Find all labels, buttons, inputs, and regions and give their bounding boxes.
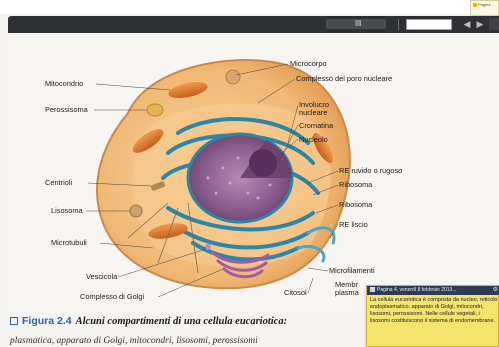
top-strip <box>0 0 499 14</box>
label-poro-nucleare: Complesso del poro nucleare <box>296 75 392 83</box>
sticky-note-text[interactable]: La cellula eucariotica è composta da nuc… <box>370 297 498 325</box>
label-lisosoma: Lisosoma <box>51 207 83 215</box>
cell-illustration <box>8 33 499 313</box>
toolbar-divider <box>398 19 399 30</box>
label-re-liscio: RE liscio <box>339 221 368 229</box>
nucleolus <box>249 149 277 177</box>
label-vescicola: Vescicola <box>86 273 117 281</box>
options-button[interactable] <box>489 18 499 30</box>
lysosome <box>130 205 142 217</box>
sticky-note-header[interactable]: Pagina 4, venerdì 8 febbraio 2013... ⚙ <box>367 286 499 295</box>
label-perossisoma: Perossisoma <box>45 106 88 114</box>
cell-figure: Microcorpo Complesso del poro nucleare I… <box>8 33 499 313</box>
label-involucro-nucleare: Involucro nucleare <box>299 101 329 117</box>
label-mitocondrio: Mitocondrio <box>45 80 83 88</box>
peroxisome <box>147 104 163 116</box>
label-microfilamenti: Microfilamenti <box>329 267 375 275</box>
label-ribosoma-1: Ribosoma <box>339 181 372 189</box>
caption-line-1: Figura 2.4 Alcuni compartimenti di una ce… <box>10 315 287 327</box>
page-number-input[interactable] <box>406 19 452 30</box>
label-cromatina: Cromatina <box>299 122 333 130</box>
label-nucleolo: Nucleolo <box>299 136 328 144</box>
label-centrioli: Centrioli <box>45 179 72 187</box>
label-membrana-plasmatica: Membr plasma <box>335 281 359 297</box>
label-microtubuli: Microtubuli <box>51 239 87 247</box>
caption-line-2: plasmatica, apparato di Golgi, mitocondr… <box>10 336 258 346</box>
caption-figure-number: Figura 2.4 <box>22 315 72 327</box>
sticky-note-title: Pagina 4, venerdì 8 febbraio 2013... <box>377 287 457 293</box>
label-citosol: Citosol <box>284 289 307 297</box>
label-re-ruvido: RE ruvido o rugoso <box>339 167 402 175</box>
caption-title: Alcuni compartimenti di una cellula euca… <box>76 316 287 327</box>
gear-icon[interactable]: ⚙ <box>493 286 498 295</box>
label-golgi: Complesso di Golgi <box>80 293 144 301</box>
sticky-note[interactable]: Pagina 4, venerdì 8 febbraio 2013... ⚙ L… <box>366 285 499 347</box>
page-badge-text: Pagina <box>478 2 490 7</box>
caption-square-icon <box>10 317 18 325</box>
previous-page-icon[interactable]: ◀ <box>461 18 473 30</box>
microbody <box>226 70 240 84</box>
label-ribosoma-2: Ribosoma <box>339 201 372 209</box>
note-icon <box>473 3 477 7</box>
viewer-toolbar: ▤ ◀ ▶ <box>8 16 499 33</box>
note-icon <box>370 287 375 292</box>
label-microcorpo: Microcorpo <box>290 60 327 68</box>
page-badge[interactable]: Pagina <box>470 0 499 16</box>
menu-icon[interactable]: ▤ <box>355 20 364 28</box>
next-page-icon[interactable]: ▶ <box>474 18 486 30</box>
figure-caption: Figura 2.4 Alcuni compartimenti di una ce… <box>10 313 370 347</box>
